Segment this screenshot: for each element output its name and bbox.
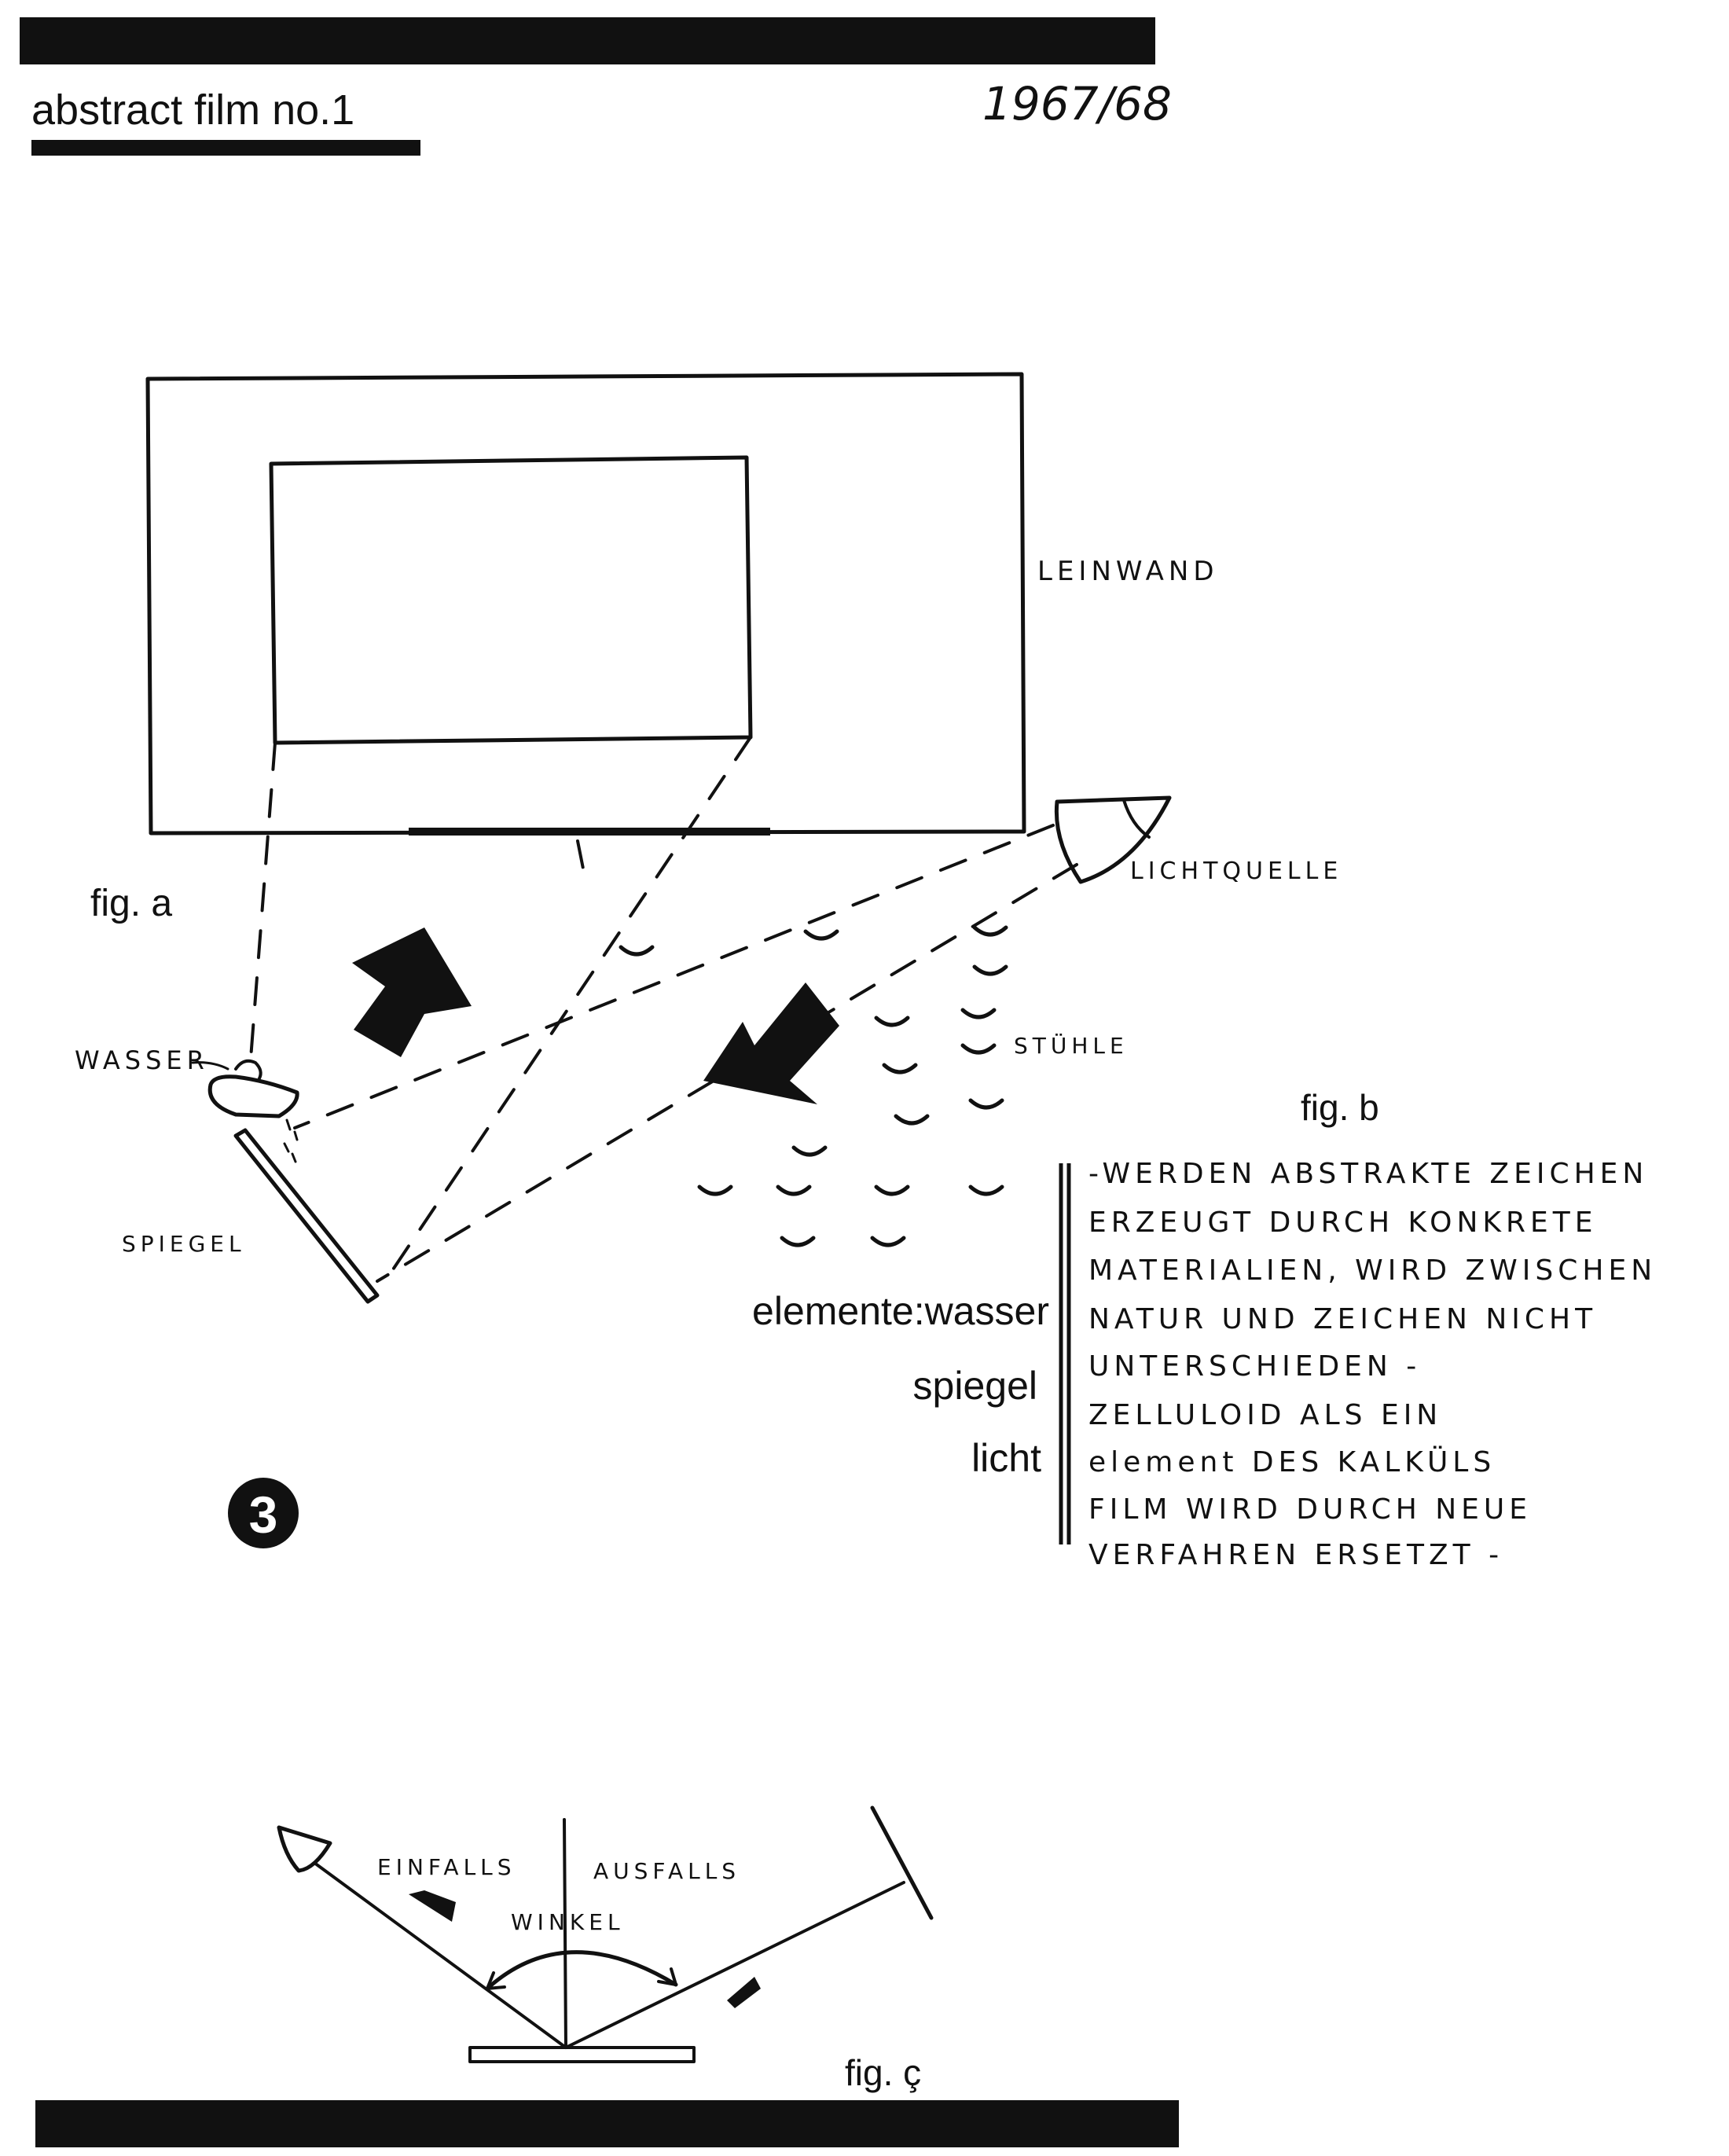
chairs-group (619, 925, 1008, 1247)
fig-c-base-mirror (468, 2046, 696, 2063)
note-line: NATUR UND ZEICHEN NICHT (1088, 1303, 1597, 1335)
light-source-label: LICHTQUELLE (1130, 858, 1342, 885)
reflection-arrow (727, 1977, 761, 2008)
chair-arc (894, 1114, 930, 1126)
fig-b-label: fig. b (1301, 1087, 1379, 1128)
chair-arc (960, 1043, 997, 1055)
chair-arc (870, 1236, 906, 1247)
notes-bracket (1059, 1163, 1071, 1544)
water-vessel (207, 1059, 299, 1163)
header-title-underline (31, 140, 420, 156)
mirror (233, 1128, 380, 1304)
bottom-black-bar (35, 2100, 1179, 2147)
fig-c-diagram (277, 1805, 934, 2063)
chair-arc (791, 1145, 828, 1157)
up-arrow (352, 927, 472, 1057)
chair-arc (619, 945, 655, 957)
angle-label: WINKEL (511, 1909, 625, 1935)
screen-label: LEINWAND (1037, 556, 1219, 587)
elements-heading: elemente:wasser (752, 1289, 1049, 1333)
screen-outer-frame (145, 372, 1026, 836)
chair-arc (776, 1185, 812, 1196)
chair-arc (803, 929, 839, 941)
note-line: UNTERSCHIEDEN - (1088, 1350, 1421, 1383)
reflection-label: AUSFALLS (593, 1858, 740, 1884)
chair-arc (780, 1236, 816, 1247)
note-line: element DES KALKÜLS (1088, 1445, 1496, 1478)
note-line: FILM WIRD DURCH NEUE (1088, 1493, 1532, 1526)
light-source-lamp (1054, 795, 1172, 884)
projection-lines (248, 736, 1078, 1283)
note-line: ERZEUGT DURCH KONKRETE (1088, 1207, 1598, 1239)
chair-arc (882, 1063, 918, 1074)
chair-arc (972, 964, 1008, 976)
incident-ray (313, 1861, 567, 2049)
chair-arc (874, 1185, 910, 1196)
incidence-label: EINFALLS (377, 1854, 516, 1880)
incident-arrow (409, 1890, 456, 1922)
angle-arc (485, 1950, 678, 1991)
chair-arc (874, 1016, 910, 1027)
fig-a-label: fig. a (90, 883, 172, 924)
page-number-badge: 3 (228, 1478, 299, 1548)
fig-c-lamp (277, 1825, 332, 1873)
page-number: 3 (249, 1486, 278, 1544)
chair-arc (968, 1185, 1004, 1196)
fig-c-target-mirror (870, 1805, 934, 1920)
note-line: -WERDEN ABSTRAKTE ZEICHEN (1088, 1158, 1648, 1190)
chairs-label: STÜHLE (1014, 1032, 1129, 1059)
screen-inner-image (269, 455, 753, 745)
reflected-ray (564, 1881, 905, 2049)
mirror-label: SPIEGEL (122, 1231, 246, 1257)
note-line: MATERIALIEN, WIRD ZWISCHEN (1088, 1254, 1657, 1287)
water-label-pointer (191, 1061, 229, 1071)
chair-arc (697, 1185, 733, 1196)
header-date: 1967/68 (982, 77, 1172, 130)
notes-block: -WERDEN ABSTRAKTE ZEICHEN ERZEUGT DURCH … (1088, 1158, 1657, 1571)
elements-item-light: licht (971, 1436, 1041, 1480)
chair-arc (960, 1008, 997, 1019)
fig-c-label: fig. ç (845, 2052, 921, 2093)
chair-arc (968, 1098, 1004, 1110)
header-title: abstract film no.1 (31, 86, 354, 134)
down-left-arrow (703, 983, 839, 1104)
top-black-bar (20, 17, 1155, 64)
note-line: ZELLULOID ALS EIN (1088, 1399, 1442, 1431)
normal-line (563, 1818, 567, 2049)
elements-item-mirror: spiegel (913, 1364, 1037, 1408)
water-label: WASSER (75, 1045, 209, 1075)
note-line: VERFAHREN ERSETZT - (1088, 1539, 1503, 1571)
chair-arc (972, 925, 1008, 937)
